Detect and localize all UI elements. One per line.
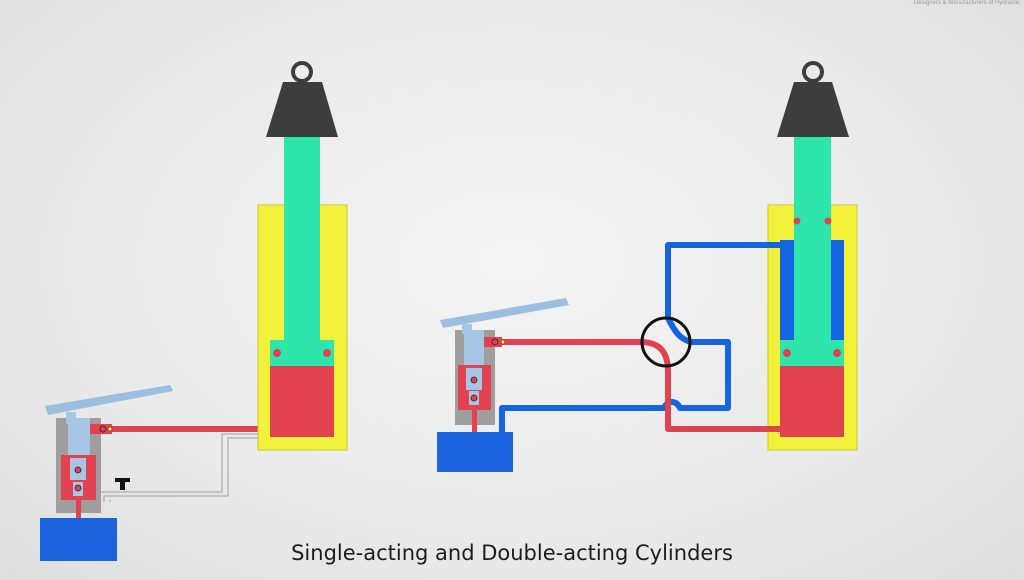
diagram-caption: Single-acting and Double-acting Cylinder… xyxy=(291,541,733,565)
lifting-ring-icon xyxy=(802,61,824,83)
return-line xyxy=(99,433,260,502)
double-acting-system xyxy=(437,61,858,472)
pressure-line xyxy=(500,339,785,432)
piston-seals xyxy=(273,349,331,357)
weight-icon xyxy=(777,61,849,137)
weight-icon xyxy=(266,61,338,137)
pump-lever xyxy=(45,385,173,424)
lifting-ring-icon xyxy=(291,61,313,83)
pressure-chamber xyxy=(780,366,844,437)
hand-pump-icon xyxy=(56,418,113,522)
pressure-chamber xyxy=(270,366,334,437)
hand-pump-icon xyxy=(455,330,506,432)
return-port-icon xyxy=(115,478,130,490)
tank-icon xyxy=(437,432,513,472)
piston-seals xyxy=(783,217,841,357)
tank-icon xyxy=(40,518,117,561)
rod-side-chamber xyxy=(780,240,844,345)
watermark-text: Designers & Manufacturers of Hydraulic xyxy=(913,0,1020,6)
single-acting-system xyxy=(40,61,348,561)
pump-lever xyxy=(440,298,569,334)
directional-valve-icon xyxy=(640,316,692,368)
